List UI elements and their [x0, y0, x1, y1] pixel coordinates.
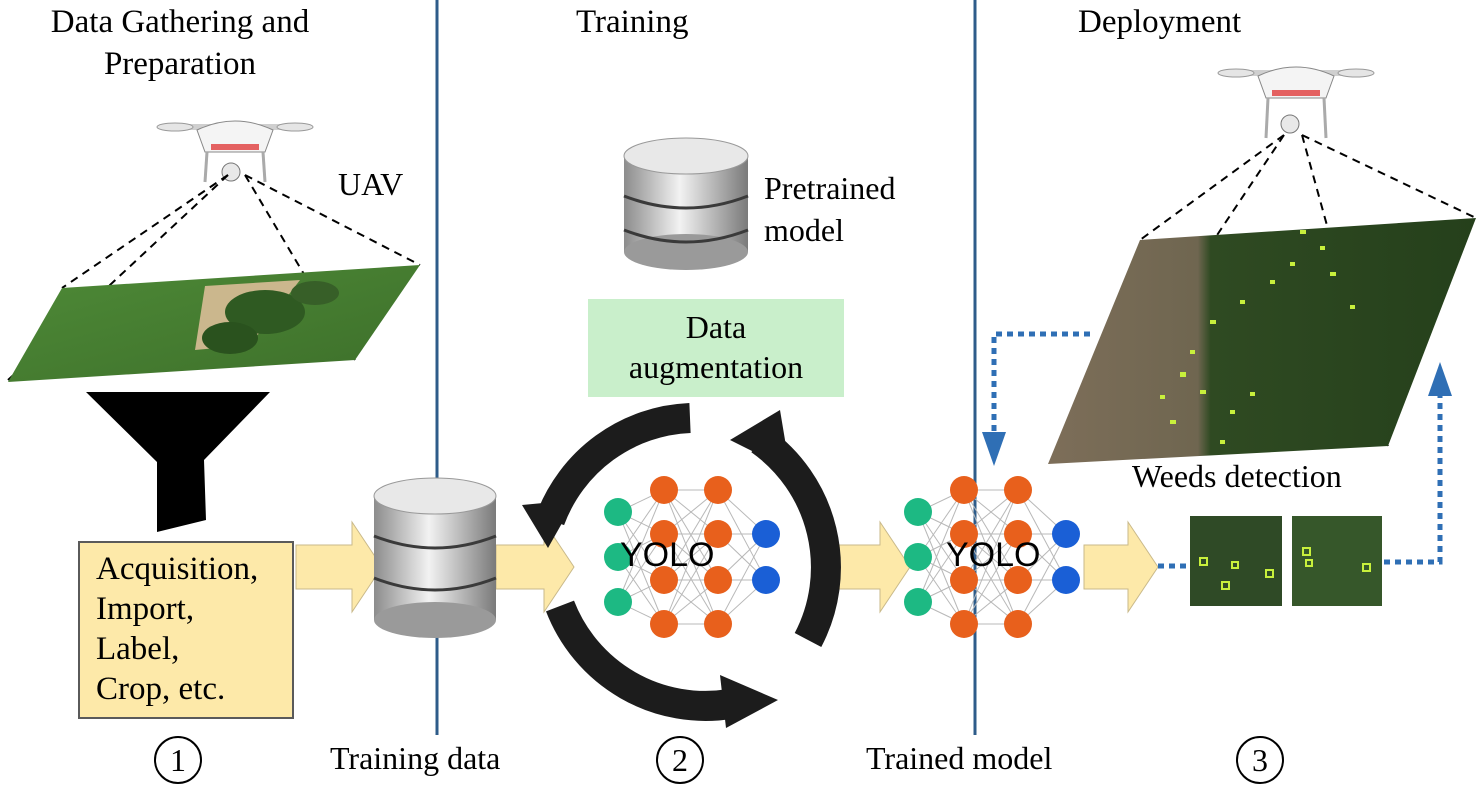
network-node — [950, 476, 978, 504]
network-node — [604, 543, 632, 571]
camera-footprint-lines — [7, 174, 421, 381]
augmentation-label-line2: augmentation — [628, 349, 804, 385]
network-node — [1004, 566, 1032, 594]
network-node — [904, 498, 932, 526]
uav-label: UAV — [338, 166, 404, 202]
section-title-gathering: Data Gathering and — [50, 4, 310, 40]
network-node — [1052, 566, 1080, 594]
network-node — [1004, 520, 1032, 548]
prep-step: Acquisition, — [96, 551, 259, 587]
field-image-right — [1048, 218, 1476, 464]
step-number-1: 1 — [154, 736, 202, 784]
funnel-icon — [86, 392, 270, 532]
database-icon — [373, 477, 497, 638]
step-number-3: 3 — [1236, 736, 1284, 784]
pretrained-label-line1: Pretrained — [764, 170, 896, 206]
network-edge — [717, 533, 767, 625]
network-edge — [717, 489, 767, 581]
cycle-arrowheads — [522, 410, 790, 728]
flow-arrows — [295, 520, 1159, 614]
step-number-2: 2 — [656, 736, 704, 784]
neural-network-nodes — [604, 476, 780, 638]
yolo-training-label: YOLO — [620, 536, 715, 574]
training-data-label: Training data — [330, 740, 501, 776]
field-image-left — [8, 265, 420, 382]
network-node — [650, 476, 678, 504]
network-node — [1004, 476, 1032, 504]
augmentation-label-line1: Data — [685, 309, 747, 345]
prep-step: Label, — [96, 631, 180, 667]
section-title-training: Training — [576, 4, 689, 40]
network-edge — [963, 533, 1019, 625]
network-node — [704, 610, 732, 638]
network-node — [1052, 520, 1080, 548]
network-node — [650, 566, 678, 594]
network-node — [650, 520, 678, 548]
detection-thumbnail-2 — [1292, 516, 1382, 606]
feedback-dotted-arrows — [991, 331, 1443, 569]
neural-network-nodes — [904, 476, 1080, 638]
arrowhead-up — [1428, 362, 1452, 396]
detection-thumbnail-1 — [1190, 516, 1282, 606]
pretrained-label-line2: model — [764, 212, 844, 248]
drone-icon — [156, 120, 314, 183]
network-node — [904, 588, 932, 616]
prep-step: Import, — [96, 591, 195, 627]
network-node — [752, 566, 780, 594]
network-edge — [963, 489, 1019, 625]
pretrained-database-icon — [623, 137, 749, 270]
arrow-model-to-detection — [1083, 520, 1159, 614]
prep-step: Crop, etc. — [96, 671, 226, 707]
preparation-steps-box: Acquisition, Import, Label, Crop, etc. — [78, 541, 294, 719]
network-node — [704, 520, 732, 548]
trained-model-label: Trained model — [866, 740, 1053, 776]
section-title-deployment: Deployment — [1078, 4, 1242, 40]
network-node — [950, 610, 978, 638]
network-node — [704, 476, 732, 504]
augmentation-box: Data augmentation — [588, 299, 844, 397]
network-node — [950, 566, 978, 594]
network-edge — [1017, 489, 1067, 581]
network-node — [704, 566, 732, 594]
arrowhead-down — [982, 432, 1006, 466]
network-edge — [663, 489, 719, 625]
network-edge — [663, 533, 719, 625]
yolo-deployed-label: YOLO — [946, 536, 1041, 574]
network-node — [904, 543, 932, 571]
network-edge — [917, 489, 965, 603]
network-edge — [963, 489, 1019, 581]
section-title-gathering-line2: Preparation — [103, 46, 257, 82]
network-node — [1004, 610, 1032, 638]
weeds-detection-label: Weeds detection — [1132, 458, 1342, 494]
arrow-data-to-training — [495, 520, 575, 614]
network-node — [950, 520, 978, 548]
arrow-steps-to-data — [295, 520, 383, 614]
drone-icon — [1217, 66, 1375, 139]
network-node — [650, 610, 678, 638]
network-node — [752, 520, 780, 548]
network-edge — [663, 489, 719, 581]
arrow-training-to-model — [837, 520, 911, 614]
network-node — [604, 498, 632, 526]
network-edge — [617, 489, 665, 603]
network-node — [604, 588, 632, 616]
network-edge — [1017, 533, 1067, 625]
